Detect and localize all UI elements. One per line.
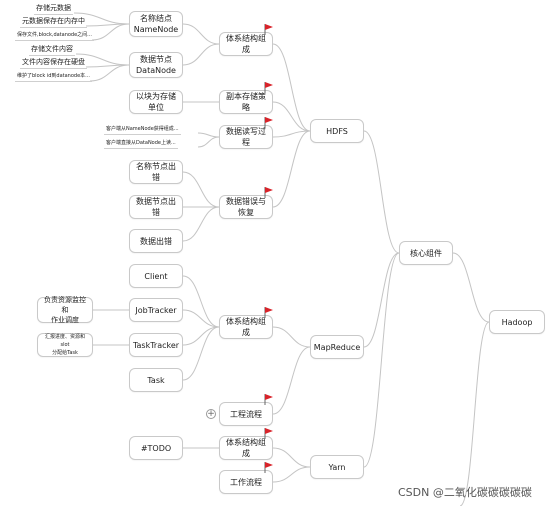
node-data-error[interactable]: 数据出错 [129, 229, 183, 253]
node-label: TaskTracker [132, 340, 180, 350]
connector [89, 64, 130, 82]
node-label: Yarn [328, 462, 346, 472]
node-mapreduce[interactable]: MapReduce [310, 335, 364, 359]
connector [182, 171, 220, 208]
node-error-recovery[interactable]: 数据错误与恢复 [219, 195, 273, 219]
node-todo[interactable]: #TODO [129, 436, 183, 460]
node-label: 核心组件 [410, 248, 442, 258]
leaf-datanode-3: 维护了block id到datanode本... [15, 73, 92, 82]
node-datanode[interactable]: 数据节点 DataNode [129, 52, 183, 78]
node-mr-architecture[interactable]: 体系结构组成 [219, 315, 273, 339]
leaf-namenode-2: 元数据保存在内存中 [20, 17, 87, 28]
connector [182, 326, 220, 346]
flag-icon [264, 428, 273, 439]
node-namenode-error[interactable]: 名称节点出错 [129, 160, 183, 184]
node-label: 数据出错 [140, 236, 172, 246]
leaf-namenode-1: 存储元数据 [34, 4, 73, 15]
flag-icon [264, 82, 273, 93]
connector [272, 466, 311, 483]
node-label: 数据节点 DataNode [136, 55, 176, 75]
node-yarn-architecture[interactable]: 体系结构组成 [219, 436, 273, 460]
node-jobtracker[interactable]: JobTracker [129, 298, 183, 322]
node-replica-policy[interactable]: 副本存储策略 [219, 90, 273, 114]
connector [363, 252, 400, 468]
node-label: 副本存储策略 [226, 92, 266, 112]
node-label: 汇报进度、资源和slot 分配给Task [44, 334, 85, 356]
node-label: Hadoop [501, 317, 533, 327]
node-tasktracker[interactable]: TaskTracker [129, 333, 183, 357]
node-label: JobTracker [135, 305, 177, 315]
connector [452, 252, 490, 323]
connector [272, 101, 311, 132]
node-mr-flow[interactable]: 工程流程 [219, 402, 273, 426]
node-tasktracker-desc[interactable]: 汇报进度、资源和slot 分配给Task [37, 333, 93, 357]
flag-icon [264, 117, 273, 128]
connector [182, 326, 220, 381]
flag-icon [264, 187, 273, 198]
node-label: HDFS [326, 126, 348, 136]
node-namenode[interactable]: 名称结点 NameNode [129, 11, 183, 37]
connector [272, 346, 311, 415]
connector [182, 43, 220, 66]
node-label: 数据错误与恢复 [226, 197, 266, 217]
connector [363, 252, 400, 348]
connector [197, 132, 220, 138]
connector [182, 206, 220, 242]
node-label: 数据读写过程 [226, 127, 266, 147]
connector [197, 136, 220, 148]
connector [272, 326, 311, 348]
connector [182, 23, 220, 45]
node-read-write[interactable]: 数据读写过程 [219, 125, 273, 149]
node-core-components[interactable]: 核心组件 [399, 241, 453, 265]
leaf-namenode-3: 保存文件,block,datanode之间... [15, 32, 94, 41]
connector [91, 23, 130, 41]
plus-circle-icon[interactable]: + [206, 409, 216, 419]
connector [182, 309, 220, 328]
node-label: MapReduce [313, 342, 361, 352]
watermark: CSDN @二氧化碳碳碳碳碳 [398, 486, 532, 499]
leaf-read-write-1: 客户端从NameNode获得组成... [104, 126, 181, 135]
flag-icon [264, 394, 273, 405]
connector [272, 447, 311, 468]
node-label: 名称结点 NameNode [133, 14, 179, 34]
connector [182, 275, 220, 328]
node-label: 工程流程 [230, 409, 262, 419]
node-label: 名称节点出错 [136, 162, 176, 182]
leaf-datanode-1: 存储文件内容 [29, 45, 75, 56]
flag-icon [264, 462, 273, 473]
node-hdfs-architecture[interactable]: 体系结构组成 [219, 32, 273, 56]
node-yarn[interactable]: Yarn [310, 455, 364, 479]
node-label: 以块为存储单位 [136, 92, 176, 112]
node-label: 数据节点出错 [136, 197, 176, 217]
node-client[interactable]: Client [129, 264, 183, 288]
node-label: 体系结构组成 [226, 34, 266, 54]
node-label: Task [147, 375, 165, 385]
node-label: 体系结构组成 [226, 317, 266, 337]
node-label: 工作流程 [230, 477, 262, 487]
node-jobtracker-desc[interactable]: 负责资源监控和 作业调度 [37, 296, 93, 324]
node-block-unit[interactable]: 以块为存储单位 [129, 90, 183, 114]
connector [363, 130, 400, 254]
node-hadoop[interactable]: Hadoop [489, 310, 545, 334]
node-hdfs[interactable]: HDFS [310, 119, 364, 143]
node-label: 负责资源监控和 作业调度 [44, 296, 86, 324]
node-yarn-flow[interactable]: 工作流程 [219, 470, 273, 494]
leaf-datanode-2: 文件内容保存在硬盘 [20, 58, 87, 69]
node-label: 体系结构组成 [226, 438, 266, 458]
flag-icon [264, 24, 273, 35]
connector [272, 130, 311, 208]
node-task[interactable]: Task [129, 368, 183, 392]
leaf-read-write-2: 客户端直接从DataNode上读... [104, 140, 178, 149]
connector [459, 321, 490, 506]
node-label: Client [144, 271, 168, 281]
node-datanode-error[interactable]: 数据节点出错 [129, 195, 183, 219]
flag-icon [264, 307, 273, 318]
connector [272, 43, 311, 132]
connector [272, 130, 311, 138]
node-label: #TODO [140, 443, 172, 453]
